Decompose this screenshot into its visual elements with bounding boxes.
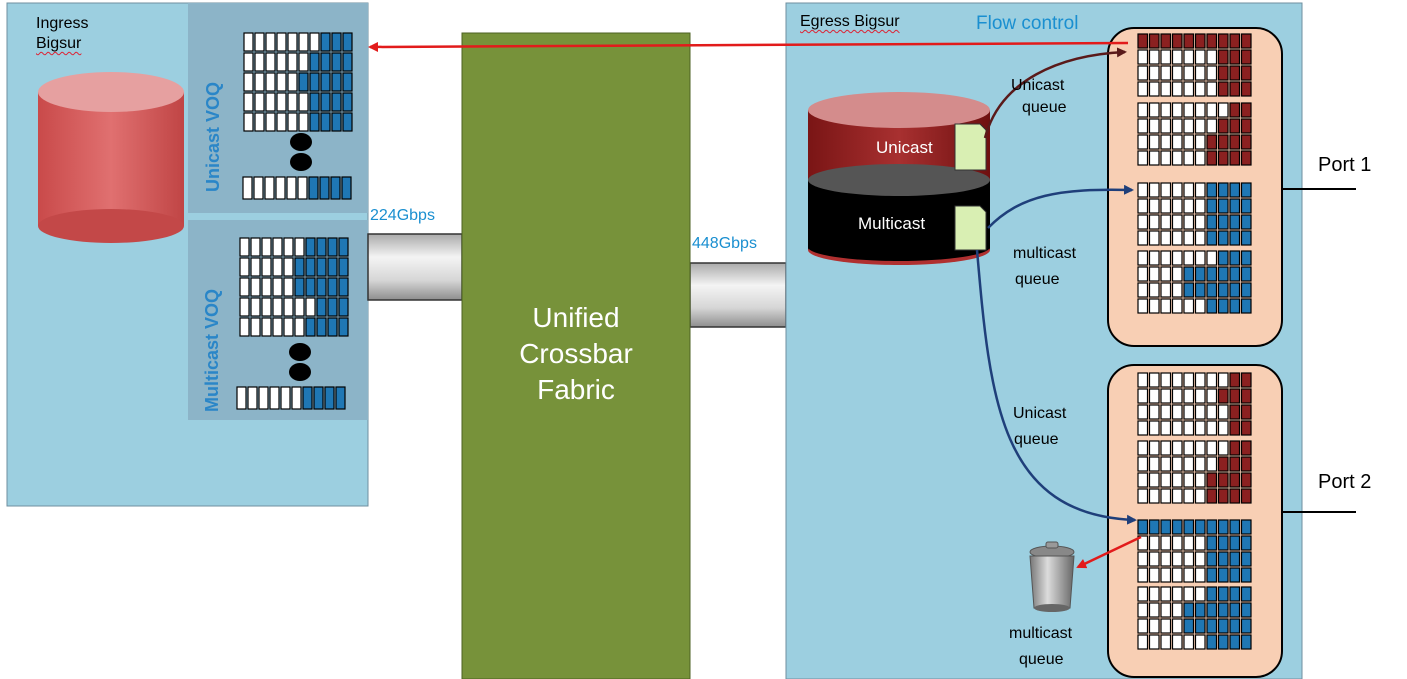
multicast-flow-arrow-port2 xyxy=(975,249,1137,525)
multicast-queue-2-line2: queue xyxy=(1019,651,1064,668)
egress-queue-row xyxy=(1137,388,1252,404)
port1-label: Port 1 xyxy=(1318,154,1372,176)
fabric-label-line2: Crossbar xyxy=(519,338,633,369)
ingress-multicast-queue-row xyxy=(236,386,346,410)
ingress-multicast-voq-queues xyxy=(236,237,349,410)
ingress-title-line2: Bigsur xyxy=(36,35,82,52)
egress-speed-label: 448Gbps xyxy=(692,235,757,252)
egress-queue-row xyxy=(1137,440,1252,456)
egress-queue-row xyxy=(1137,618,1252,634)
egress-queue-row xyxy=(1137,250,1252,266)
fabric-label-line3: Fabric xyxy=(537,374,615,405)
unicast-queue-1-line2: queue xyxy=(1022,99,1067,116)
ingress-multicast-queue-row xyxy=(239,297,349,317)
ingress-title-line1: Ingress xyxy=(36,15,89,32)
egress-queue-row xyxy=(1137,551,1252,567)
flow-control-arrow xyxy=(368,41,1129,52)
egress-queue-row xyxy=(1137,472,1252,488)
multicast-voq-label: Multicast VOQ xyxy=(202,288,222,412)
egress-queue-row xyxy=(1137,282,1252,298)
egress-queue-row xyxy=(1137,49,1252,65)
egress-title: Egress Bigsur xyxy=(800,13,900,30)
egress-queue-row xyxy=(1137,372,1252,388)
egress-port-queues xyxy=(1137,33,1252,650)
ingress-buffer-cylinder xyxy=(38,72,184,243)
ingress-speed-label: 224Gbps xyxy=(370,207,435,224)
egress-queue-row xyxy=(1137,266,1252,282)
egress-queue-row xyxy=(1137,230,1252,246)
unified-crossbar-fabric xyxy=(461,32,691,679)
ingress-link-pipe xyxy=(367,233,463,301)
multicast-packet-icon xyxy=(954,205,987,251)
egress-queue-row xyxy=(1137,298,1252,314)
ingress-unicast-queue-row xyxy=(243,112,353,132)
multicast-flow-arrow-port1 xyxy=(987,184,1134,229)
drop-arrow xyxy=(1076,535,1142,569)
unicast-packet-icon xyxy=(954,123,987,171)
unicast-queue-2-line2: queue xyxy=(1014,431,1059,448)
egress-unicast-label: Unicast xyxy=(876,138,933,157)
egress-queue-row xyxy=(1137,33,1252,49)
trash-bin-icon xyxy=(1029,541,1075,612)
egress-queue-row xyxy=(1137,420,1252,436)
egress-queue-row xyxy=(1137,198,1252,214)
egress-queue-row xyxy=(1137,134,1252,150)
ingress-multicast-queue-row xyxy=(239,317,349,337)
egress-queue-row xyxy=(1137,404,1252,420)
egress-queue-row xyxy=(1137,488,1252,504)
egress-queue-row xyxy=(1137,81,1252,97)
egress-queue-row xyxy=(1137,586,1252,602)
multicast-queue-2-line1: multicast xyxy=(1009,625,1073,642)
ingress-multicast-queue-row xyxy=(239,277,349,297)
egress-queue-row xyxy=(1137,214,1252,230)
unicast-flow-arrow-port1 xyxy=(983,47,1127,139)
egress-queue-row xyxy=(1137,602,1252,618)
ingress-unicast-queue-row xyxy=(243,32,353,52)
ingress-unicast-queue-row xyxy=(242,176,352,200)
egress-link-pipe xyxy=(689,262,787,328)
egress-queue-row xyxy=(1137,102,1252,118)
fabric-label-line1: Unified xyxy=(532,302,620,333)
ingress-unicast-queue-row xyxy=(243,92,353,112)
ingress-unicast-voq-queues xyxy=(242,32,353,200)
egress-buffer-cylinder xyxy=(808,92,990,265)
egress-queue-row xyxy=(1137,634,1252,650)
unicast-queue-1-line1: Unicast xyxy=(1011,77,1065,94)
ingress-multicast-queue-row xyxy=(239,237,349,257)
unicast-queue-2-line1: Unicast xyxy=(1013,405,1067,422)
ellipsis-dots xyxy=(289,133,312,381)
flow-control-label: Flow control xyxy=(976,13,1079,34)
ingress-unicast-queue-row xyxy=(243,52,353,72)
egress-multicast-label: Multicast xyxy=(858,214,926,233)
unicast-voq-label: Unicast VOQ xyxy=(203,81,223,192)
egress-queue-row xyxy=(1137,456,1252,472)
port2-label: Port 2 xyxy=(1318,471,1372,493)
egress-queue-row xyxy=(1137,535,1252,551)
egress-queue-row xyxy=(1137,118,1252,134)
multicast-queue-1-line1: multicast xyxy=(1013,245,1077,262)
multicast-queue-1-line2: queue xyxy=(1015,271,1060,288)
fabric-label: Unified Crossbar Fabric xyxy=(462,300,690,408)
egress-queue-row xyxy=(1137,150,1252,166)
ingress-multicast-queue-row xyxy=(239,257,349,277)
egress-queue-row xyxy=(1137,182,1252,198)
egress-queue-row xyxy=(1137,65,1252,81)
ingress-unicast-queue-row xyxy=(243,72,353,92)
egress-queue-row xyxy=(1137,519,1252,535)
egress-queue-row xyxy=(1137,567,1252,583)
